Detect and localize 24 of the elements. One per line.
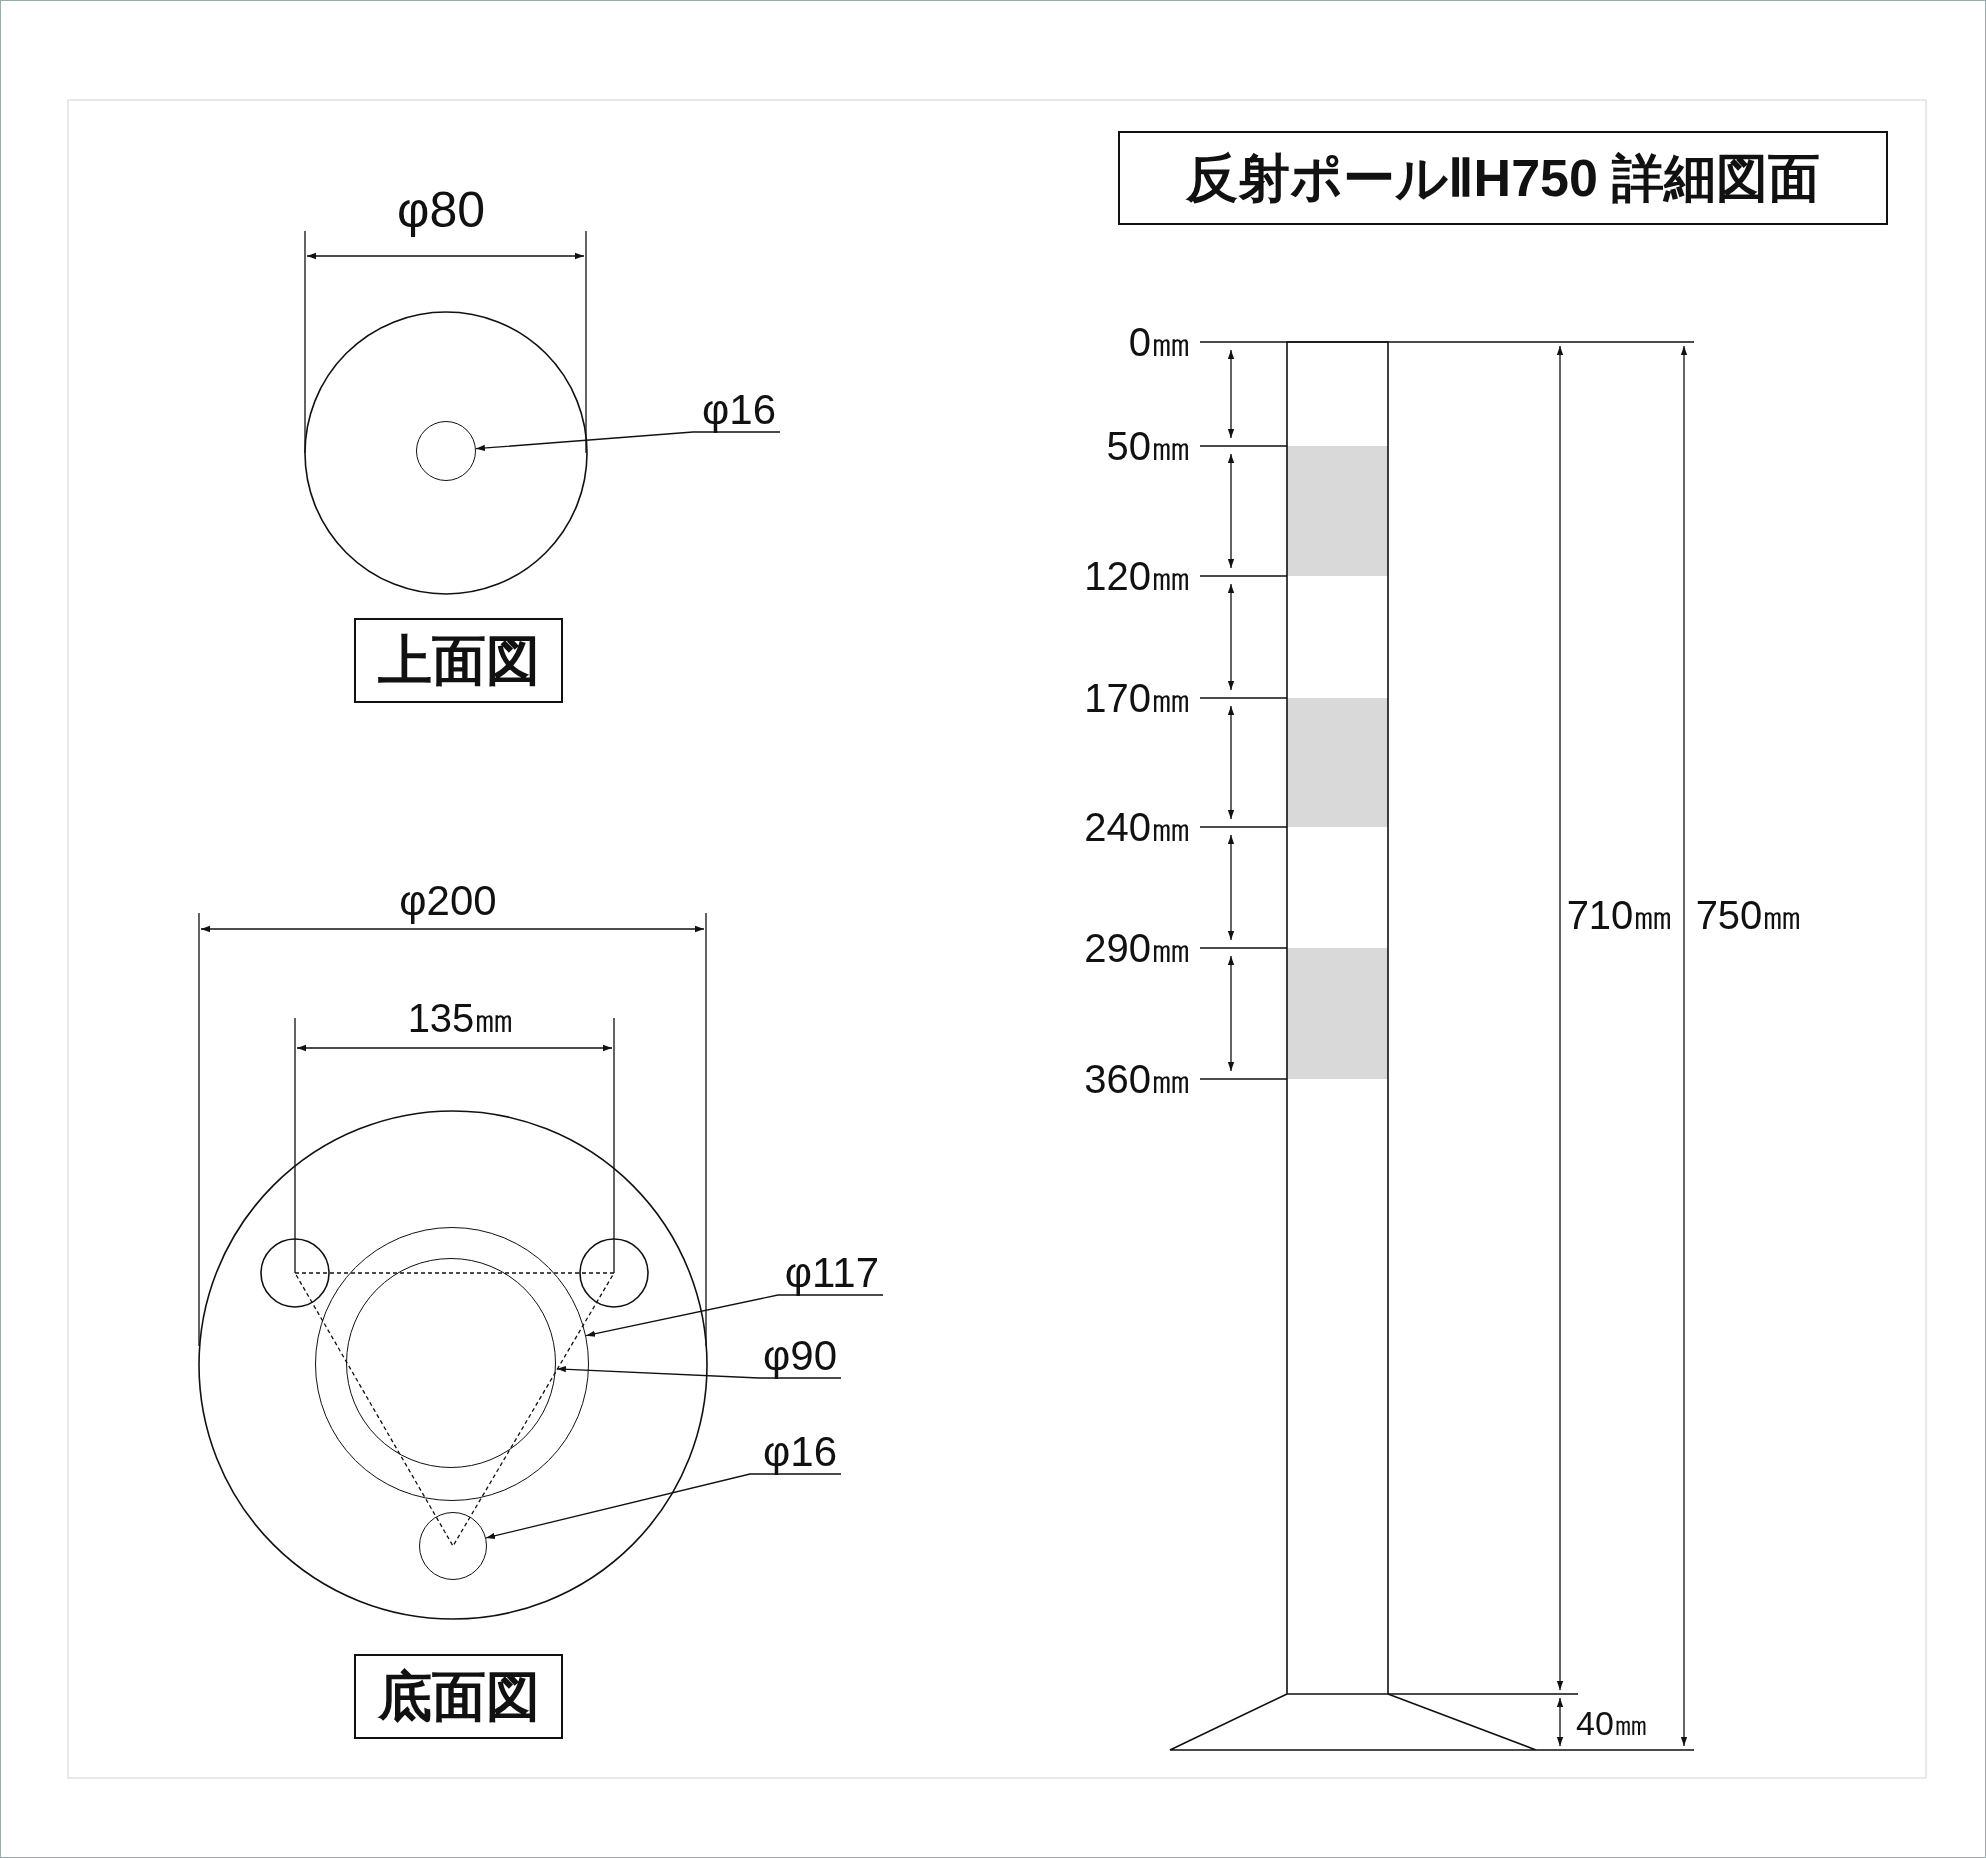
dimension-label: 240㎜	[1084, 807, 1191, 847]
dimension-label: 0㎜	[1128, 322, 1191, 362]
title-box: 反射ポールⅡH750 詳細図面	[1118, 131, 1888, 225]
dimension-label: 170㎜	[1084, 678, 1191, 718]
dimension-label: 40㎜	[1576, 1706, 1648, 1740]
dimension-label: 290㎜	[1084, 928, 1191, 968]
dimension-label: 120㎜	[1084, 556, 1191, 596]
leader-line	[475, 431, 781, 452]
dimension-label: 135㎜	[407, 998, 515, 1038]
dimension-label: φ16	[695, 379, 776, 432]
dimension-label: 360㎜	[1084, 1059, 1191, 1099]
dimension-label: φ200	[399, 880, 497, 922]
dimension-label: φ80	[396, 185, 485, 235]
view-label-box: 上面図	[354, 618, 563, 703]
leader-line	[556, 1366, 842, 1379]
view-label-box: 底面図	[354, 1654, 563, 1739]
dimension-label: 710㎜	[1566, 895, 1674, 935]
leader-line	[485, 1473, 842, 1539]
dimension-label: φ16	[752, 1420, 837, 1474]
dimension-label: φ90	[761, 1324, 837, 1378]
dimension-label: 750㎜	[1695, 895, 1803, 935]
dimension-label: 50㎜	[1106, 426, 1191, 466]
leader-line	[585, 1294, 884, 1337]
dimension-label: φ117	[780, 1241, 879, 1295]
